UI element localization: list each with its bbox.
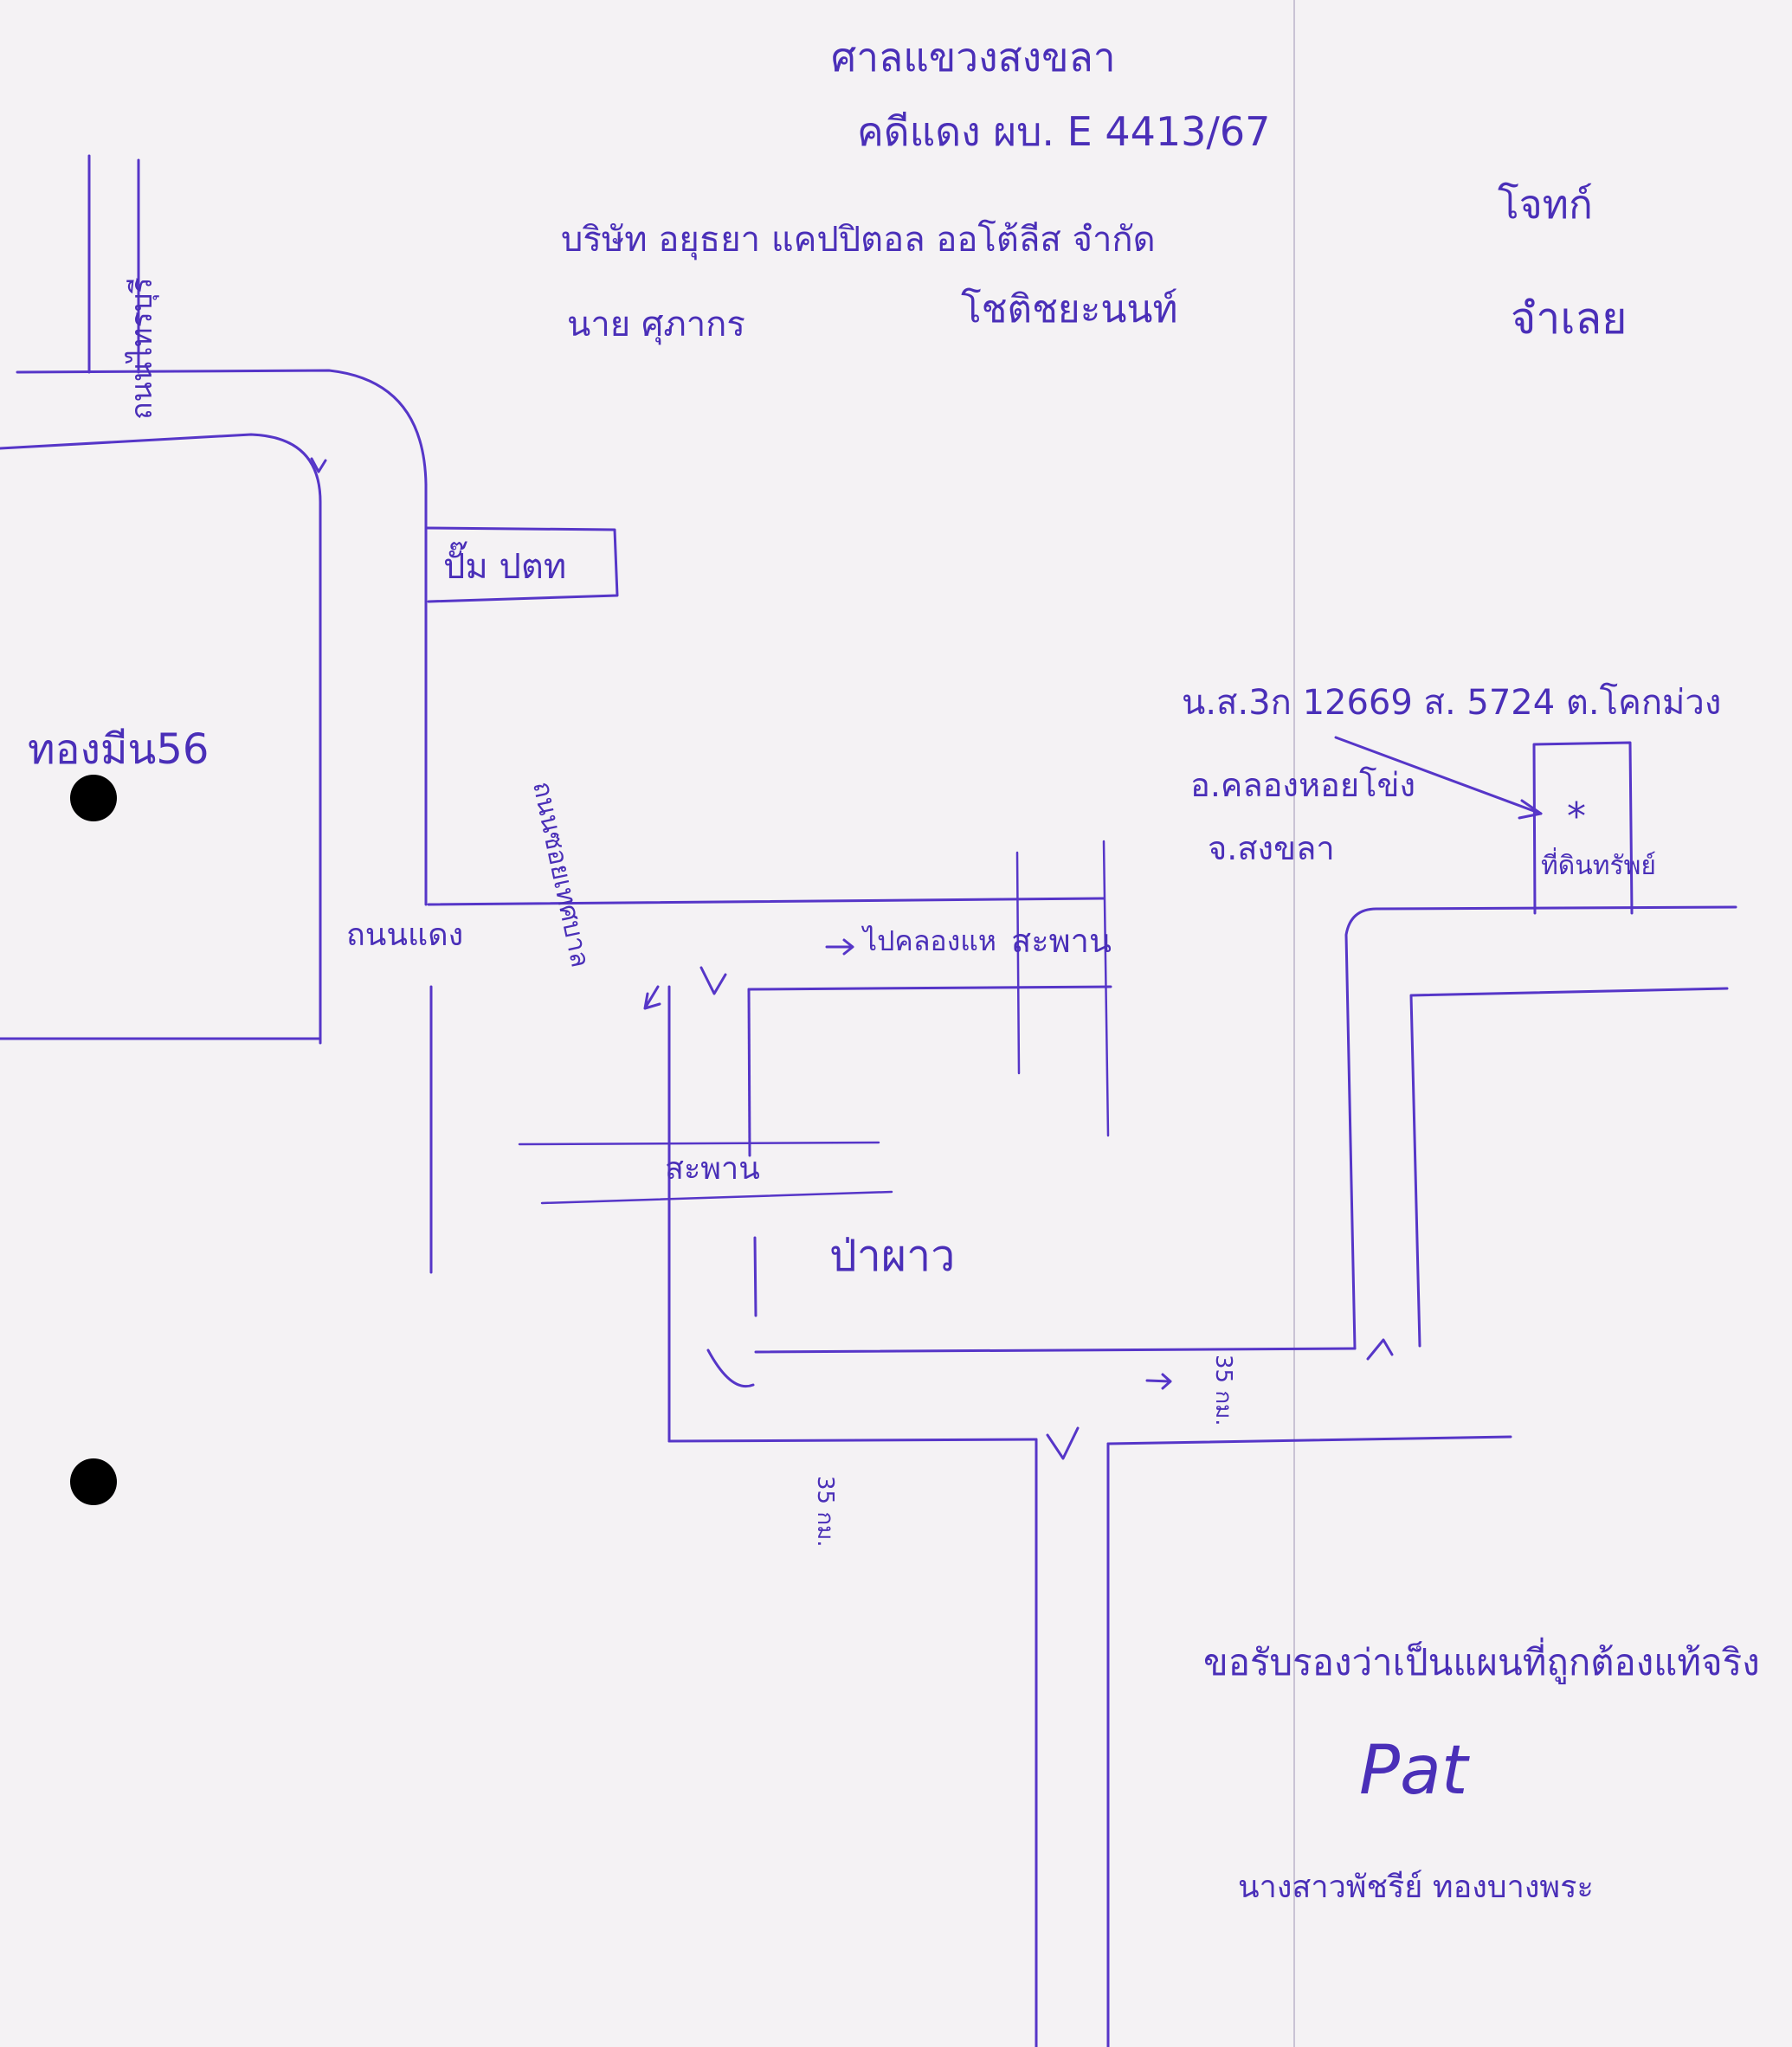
arrow-right-icon <box>1518 799 1543 820</box>
case-number: คดีแดง ผบ. E 4413/67 <box>857 108 1270 155</box>
road-main-label: ถนนแดง <box>346 917 463 953</box>
arrow-right-icon <box>1145 1373 1172 1390</box>
km-label-left: 35 กม. <box>812 1476 838 1548</box>
target-province: จ.สงขลา <box>1208 829 1335 867</box>
punch-hole-bottom <box>70 1458 117 1505</box>
target-title-deed: น.ส.3ก 12669 ส. 5724 ต.โคกม่วง <box>1182 683 1721 723</box>
road-edge-right <box>1344 905 1737 1350</box>
bridge-edge <box>540 1190 893 1205</box>
road-edge-top-curve <box>16 369 428 486</box>
road-edge <box>753 1236 757 1317</box>
target-parcel-box <box>1532 741 1634 915</box>
road-edge <box>427 897 1105 906</box>
mango-grove-label: ป่าผาว <box>829 1231 955 1281</box>
factory-label: ทองมีน56 <box>28 725 209 774</box>
target-marker-icon: * <box>1567 795 1586 839</box>
target-marker-label: ที่ดินทรัพย์ <box>1541 847 1656 881</box>
pointer-line <box>1334 736 1543 815</box>
road-edge <box>747 985 1112 991</box>
road-edge-inner-curve <box>0 433 322 1045</box>
court-name: ศาลแขวงสงขลา <box>831 34 1116 80</box>
right-arrow-label: ไปคลองแห <box>861 924 996 957</box>
arrow-right-icon <box>825 938 854 956</box>
punch-hole-top <box>70 775 117 821</box>
km-label-right: 35 กม. <box>1210 1355 1236 1426</box>
arrow-curve-icon <box>706 1349 755 1387</box>
signer-name: นางสาวพัชรีย์ ทองบางพระ <box>1238 1870 1594 1905</box>
certification-text: ขอรับรองว่าเป็นแผนที่ถูกต้องแท้จริง <box>1203 1638 1760 1684</box>
road-edge <box>754 1347 1357 1354</box>
arrow-down-left-icon <box>643 985 661 1010</box>
defendant-last-name: โชติชยะนนท์ <box>961 287 1178 332</box>
bridge-edge <box>1102 840 1110 1137</box>
defendant-first-name: นาย ศุภากร <box>567 305 745 345</box>
arrow-down-icon <box>310 457 327 473</box>
bridge-edge <box>1015 851 1021 1075</box>
bridge-top-label: สะพาน <box>1011 922 1112 960</box>
plaintiff-label: โจทก์ <box>1498 181 1593 228</box>
road-edge <box>747 988 751 1157</box>
bridge-mid-label: สะพาน <box>665 1151 760 1187</box>
signature: Pat <box>1359 1732 1470 1810</box>
road-edge <box>1106 1435 1512 1445</box>
target-district: อ.คลองหอยโข่ง <box>1190 766 1415 804</box>
road-edge-right-inner <box>1409 987 1729 1348</box>
defendant-label: จำเลย <box>1511 293 1627 344</box>
road-edge <box>667 1438 1038 1443</box>
gas-station-box <box>424 526 619 603</box>
arrow-down-icon <box>699 966 727 995</box>
arrow-up-icon <box>1366 1338 1394 1361</box>
arrow-down-icon <box>1046 1426 1080 1460</box>
bridge-edge <box>518 1141 880 1146</box>
gas-station-label: ปั๊ม ปตท <box>443 541 566 587</box>
plaintiff-name: บริษัท อยุธยา แคปปิตอล ออโต้ลีส จำกัด <box>561 220 1156 261</box>
road-label-top: ถนนไทรบุรี <box>125 277 159 420</box>
